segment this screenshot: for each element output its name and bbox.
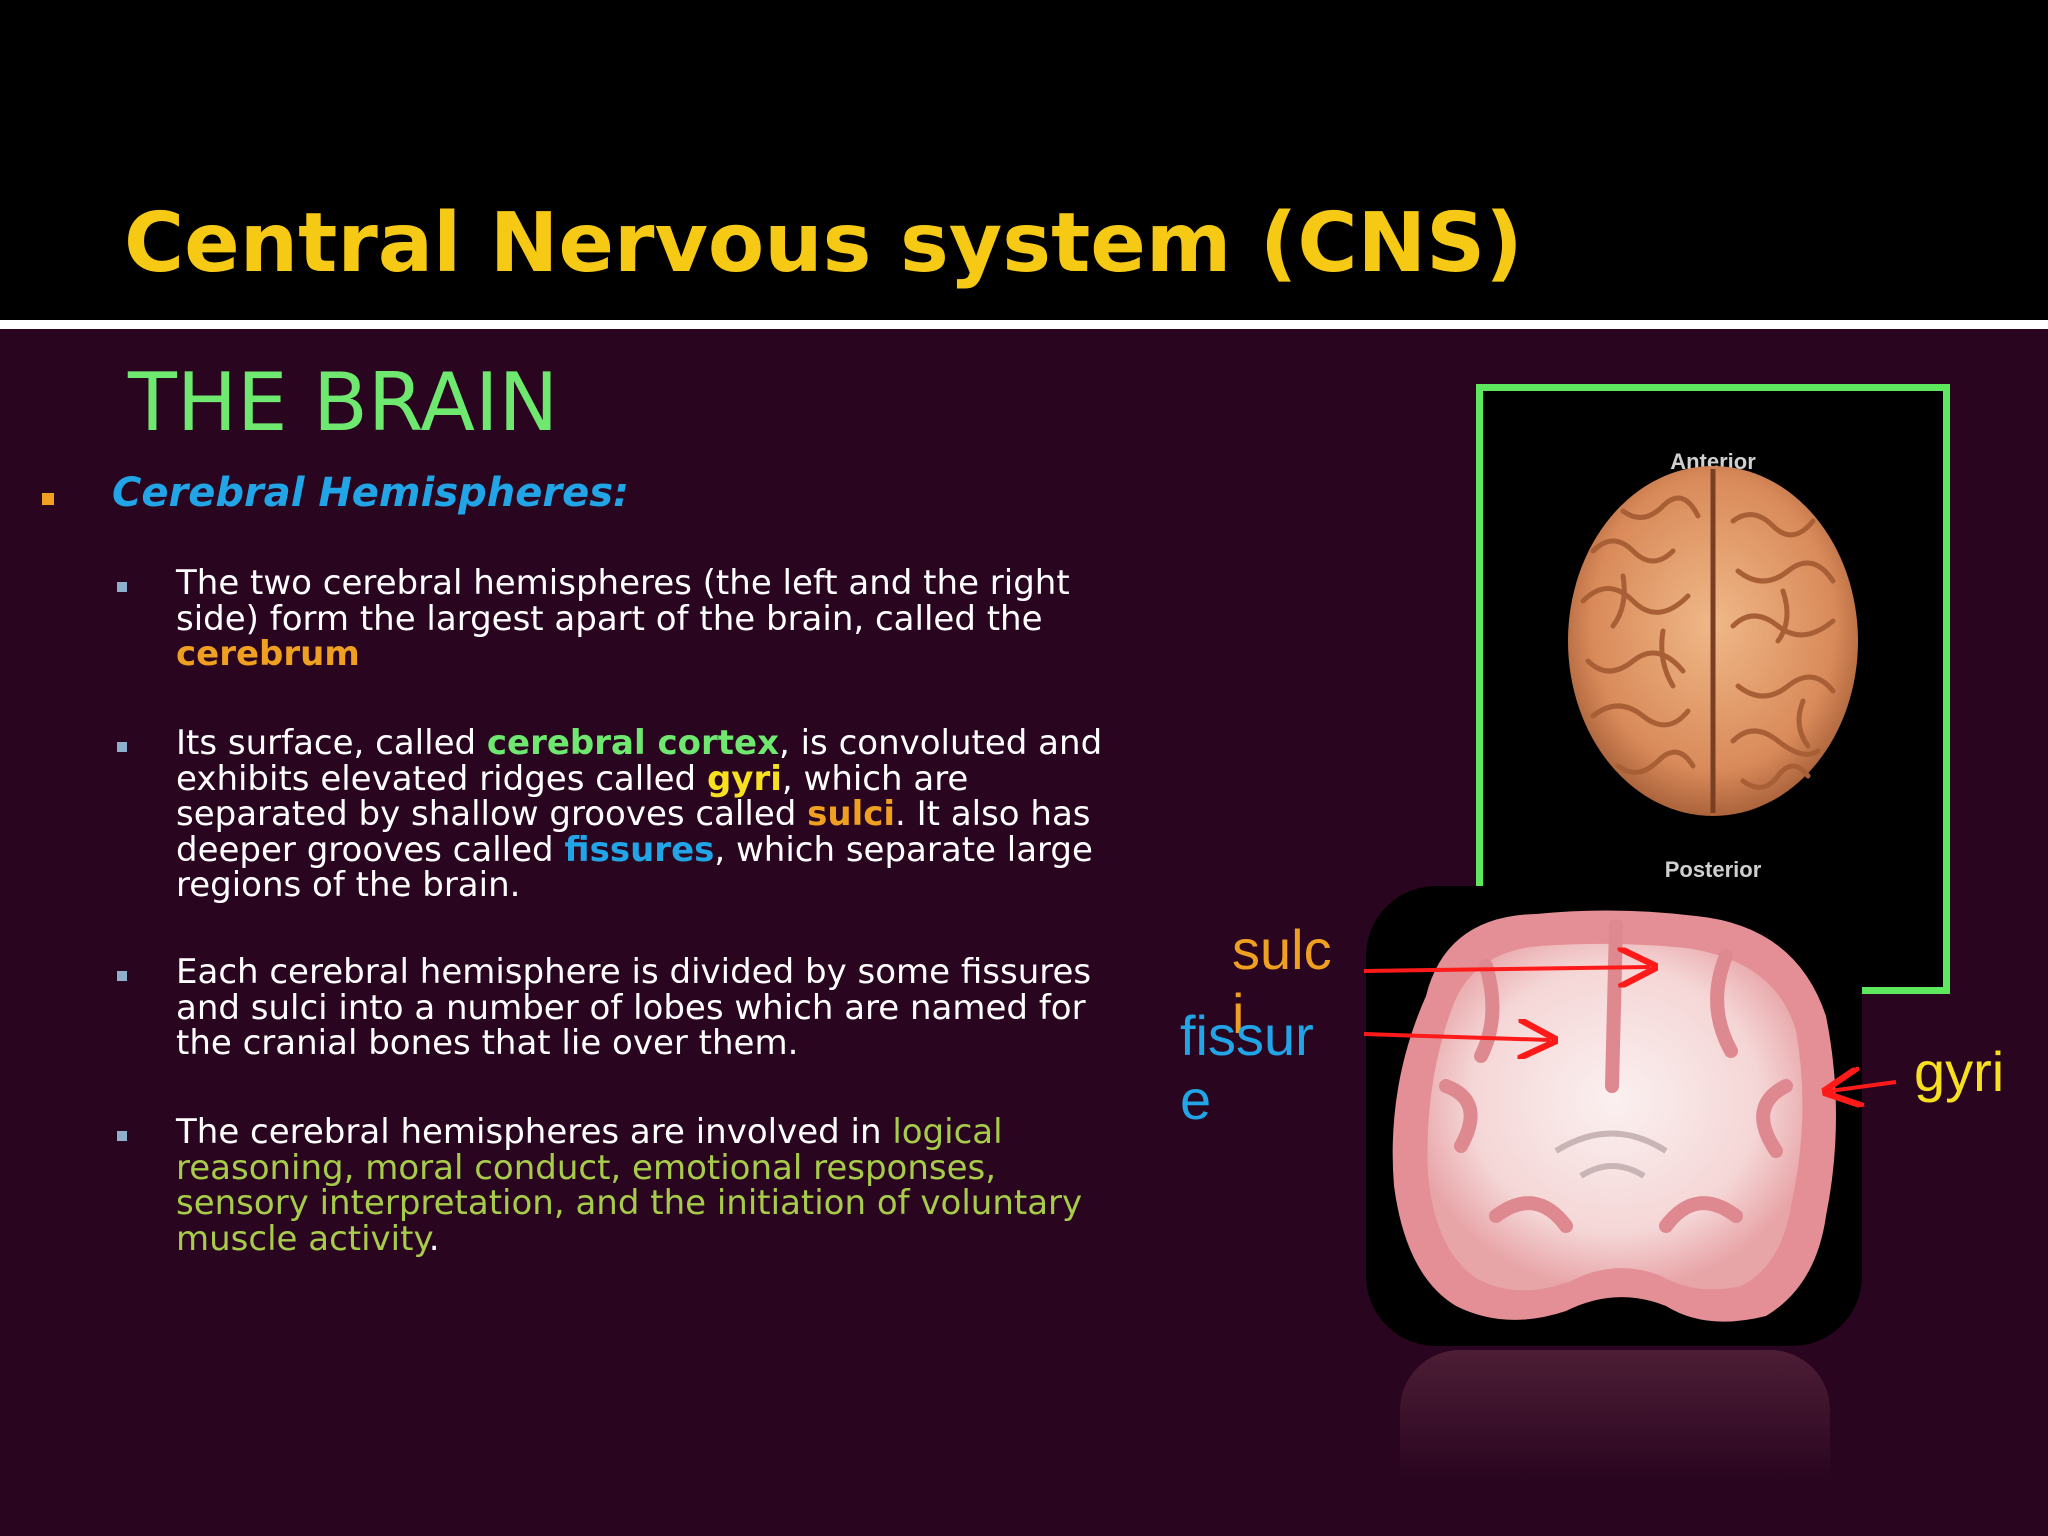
term-functions: logical reasoning, moral conduct, emotio… (176, 1112, 1083, 1259)
annotation-fissure-line1: fissur (1180, 1004, 1314, 1067)
bullet-square-orange (42, 493, 54, 505)
paragraph-1: The two cerebral hemispheres (the left a… (176, 563, 1136, 674)
paragraph-2-text-b: , is convoluted and exhibits elevated ri… (176, 723, 1103, 799)
annotation-sulci-line2: i (1232, 982, 1245, 1045)
brain-top-illustration (1568, 466, 1858, 816)
sub-bullet-4 (117, 1131, 127, 1141)
annotation-gyri: gyri (1914, 1040, 2005, 1103)
brain-coronal-section-image (1366, 886, 1862, 1346)
annotation-sulci-line1: sulc (1232, 918, 1332, 981)
term-gyri: gyri (706, 758, 782, 799)
paragraph-2-text-c: , which are separated by shallow grooves… (176, 758, 969, 834)
annotation-fissure-line2: e (1180, 1068, 1212, 1131)
brain-superior-view-image: Anterior (1476, 384, 1950, 994)
paragraph-1-text: The two cerebral hemispheres (the left a… (176, 563, 1070, 639)
arrow-fissure (1363, 1034, 1550, 1040)
paragraph-3-text: Each cerebral hemisphere is divided by s… (176, 952, 1092, 1063)
term-cerebrum: cerebrum (176, 634, 360, 674)
paragraph-3: Each cerebral hemisphere is divided by s… (176, 952, 1136, 1063)
image-reflection (1400, 1350, 1830, 1480)
paragraph-2-text-d: . It also has deeper grooves called (176, 794, 1091, 870)
paragraph-2: Its surface, called cerebral cortex, is … (176, 723, 1136, 905)
sub-bullet-3 (117, 971, 127, 981)
paragraph-2-text-e: , which separate large regions of the br… (176, 829, 1093, 905)
brain-section-illustration (1392, 910, 1836, 1322)
label-posterior: Posterior (1664, 857, 1762, 882)
title-bar: Central Nervous system (CNS) (0, 0, 2048, 322)
paragraph-2-text-a: Its surface, called (176, 723, 487, 763)
title-divider (0, 320, 2048, 329)
section-heading: Cerebral Hemispheres: (112, 470, 630, 516)
paragraph-4: The cerebral hemispheres are involved in… (176, 1112, 1136, 1259)
slide-title: Central Nervous system (CNS) (124, 196, 1523, 291)
sub-bullet-1 (117, 582, 127, 592)
paragraph-4-text-a: The cerebral hemispheres are involved in (176, 1112, 893, 1152)
paragraph-4-text-b: . (428, 1218, 440, 1259)
sub-bullet-2 (117, 742, 127, 752)
term-cerebral-cortex: cerebral cortex (486, 723, 779, 763)
slide-subtitle: THE BRAIN (128, 356, 559, 449)
arrow-gyri (1830, 1082, 1897, 1091)
term-fissures: fissures (564, 829, 715, 870)
arrow-sulci (1363, 967, 1650, 971)
term-sulci: sulci (807, 794, 896, 834)
